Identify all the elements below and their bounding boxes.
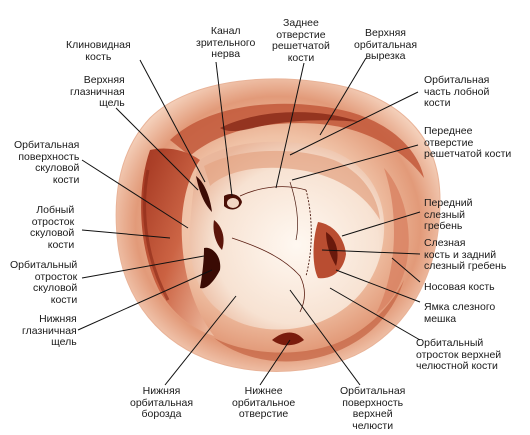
inf-orbital-fissure-shape (200, 247, 221, 289)
leader-lines (77, 57, 421, 386)
orbit-cavity (189, 141, 385, 330)
label-nasal-bone: Носовая кость (424, 281, 495, 293)
lateral-wall (141, 148, 214, 336)
lower-rim (214, 280, 404, 362)
sup-orbital-fissure-shape (196, 176, 212, 212)
